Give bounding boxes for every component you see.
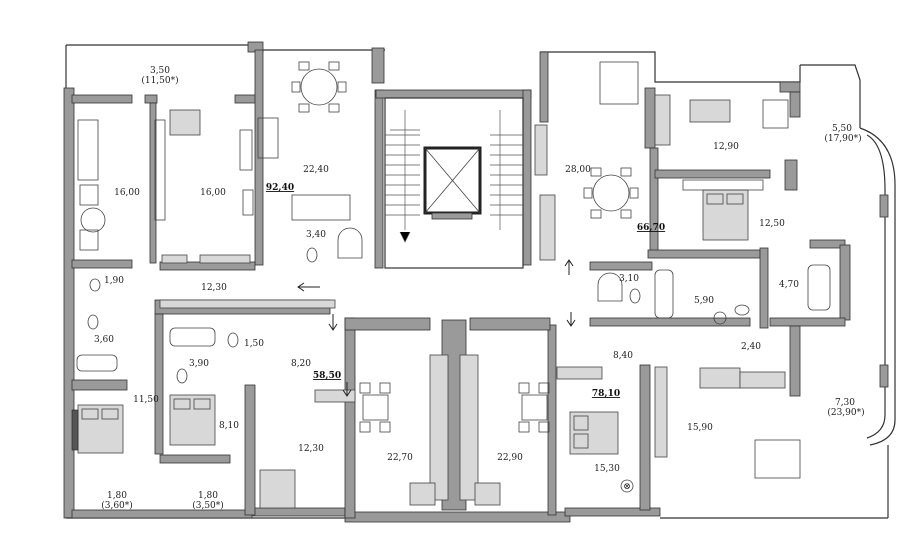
stairwell-icon — [384, 97, 524, 269]
room-area: 2,40 — [741, 342, 761, 352]
room-area: 1,90 — [104, 276, 124, 286]
dining-table-icon — [583, 167, 639, 219]
room-area: 3,10 — [619, 274, 639, 284]
room-area: 3,50 — [150, 66, 170, 76]
room-area: 3,60 — [94, 335, 114, 345]
fixture-marker: ⊗ — [620, 479, 634, 493]
sink-icon — [337, 227, 727, 325]
room-area: 8,40 — [613, 351, 633, 361]
room-area: 1,50 — [244, 339, 264, 349]
room-area: 11,50 — [133, 395, 159, 405]
room-area: (3,50*) — [192, 500, 224, 511]
toilet-icon — [87, 247, 750, 384]
dining-table-icon — [359, 382, 391, 433]
room-area: 8,10 — [219, 421, 239, 431]
bed-icon — [569, 411, 619, 455]
room-area: 7,30 — [835, 398, 855, 408]
room-area: 12,50 — [759, 219, 785, 229]
kitchen-counters — [77, 94, 786, 506]
room-area: 22,40 — [303, 165, 329, 175]
room-area: 1,80 — [107, 491, 127, 501]
room-area: 16,00 — [200, 188, 226, 198]
dining-table-icon — [291, 61, 347, 113]
room-area: 12,90 — [713, 142, 739, 152]
room-area: 4,70 — [779, 280, 799, 290]
room-area: 16,00 — [114, 188, 140, 198]
bed-icon — [169, 394, 216, 446]
room-area: (23,90*) — [827, 407, 864, 418]
room-area: 5,90 — [694, 296, 714, 306]
room-area: 5,50 — [832, 124, 852, 134]
room-area: (3,60*) — [101, 500, 133, 511]
room-area: (11,50*) — [141, 75, 178, 86]
room-area: 3,90 — [189, 359, 209, 369]
unit-total-labels: 92,40 66,70 58,50 78,10 — [266, 183, 665, 399]
interior-walls — [71, 41, 851, 519]
desk-chair-icon — [169, 61, 801, 509]
dining-table-icon — [518, 382, 550, 433]
bed-icon — [682, 179, 764, 241]
arrow-icon — [297, 259, 576, 397]
room-area: 28,00 — [565, 165, 591, 175]
unit-total: 66,70 — [637, 223, 665, 233]
room-area: 15,90 — [687, 423, 713, 433]
bed-icon — [71, 404, 124, 454]
elevator-icon — [423, 146, 482, 220]
room-area: 12,30 — [298, 444, 324, 454]
room-area: 22,70 — [387, 453, 413, 463]
room-area: 12,30 — [201, 283, 227, 293]
unit-total: 78,10 — [592, 389, 620, 399]
room-area: 15,30 — [594, 464, 620, 474]
room-area: 1,80 — [198, 491, 218, 501]
unit-total: 92,40 — [266, 183, 294, 193]
room-area-labels: 3,50 (11,50*) 16,00 16,00 22,40 3,40 28,… — [94, 66, 865, 511]
bathtub-icon — [76, 264, 831, 372]
room-area: 8,20 — [291, 359, 311, 369]
room-area: 22,90 — [497, 453, 523, 463]
room-area: (17,90*) — [824, 133, 861, 144]
room-area: 3,40 — [306, 230, 326, 240]
unit-total: 58,50 — [313, 371, 341, 381]
svg-text:⊗: ⊗ — [623, 482, 631, 492]
